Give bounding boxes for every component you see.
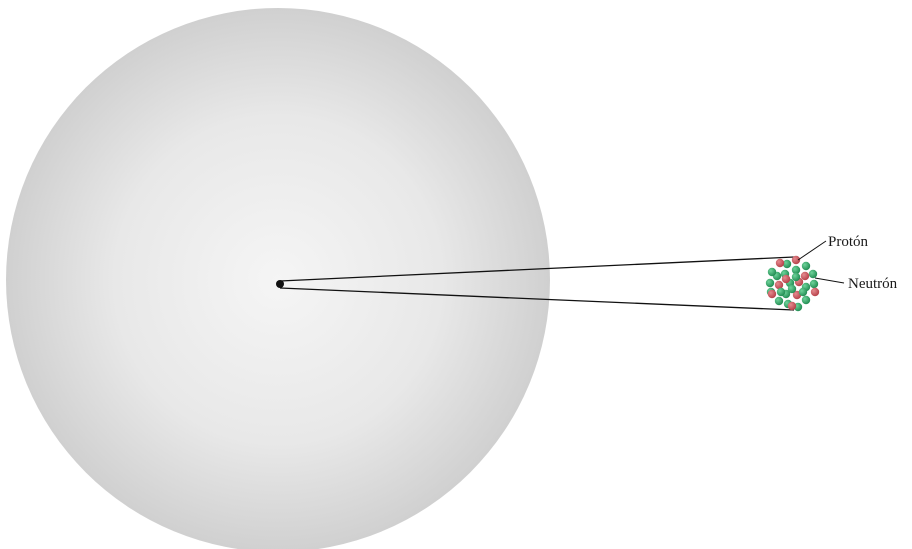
proton-leader-line: [798, 241, 826, 260]
atom-sphere: [6, 8, 550, 549]
neutron-leader-line: [815, 278, 844, 283]
magnified-nucleus: [766, 256, 819, 311]
proton-label: Protón: [828, 234, 869, 250]
neutron-label: Neutrón: [848, 276, 898, 292]
